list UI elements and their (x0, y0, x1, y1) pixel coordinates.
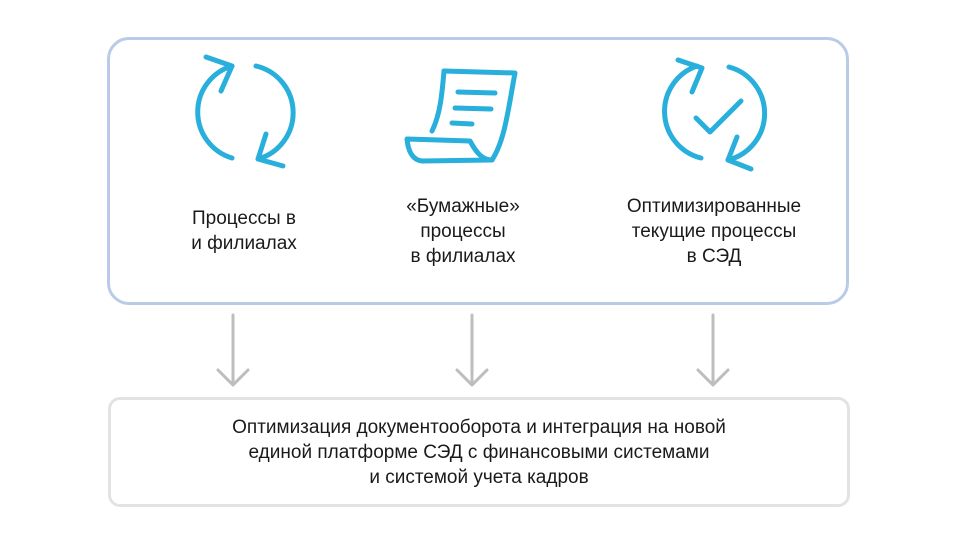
label-line: процессы (420, 221, 506, 242)
label-line: в СЭД (686, 246, 742, 267)
column-label-optimized-processes: Оптимизированные текущие процессы в СЭД (594, 194, 834, 269)
refresh-icon (195, 54, 296, 169)
label-line: Процессы в (191, 208, 297, 229)
arrow-down-2 (455, 313, 489, 387)
result-box: Оптимизация документооборота и интеграци… (108, 397, 850, 507)
label-line: «Бумажные» (406, 196, 520, 217)
refresh-check-icon (662, 57, 768, 172)
result-line: единой платформе СЭД с финансовыми систе… (248, 441, 710, 463)
source-processes-box (107, 37, 849, 305)
result-line: и системой учета кадров (369, 466, 589, 488)
column-label-branch-processes: Процессы в и филиалах (124, 206, 364, 256)
paper-scroll-icon (404, 68, 518, 164)
arrow-down-3 (696, 313, 730, 387)
arrow-down-1 (216, 313, 250, 387)
result-line: Оптимизация документооборота и интеграци… (232, 416, 726, 438)
label-line: в филиалах (410, 246, 516, 267)
label-line: Оптимизированные (626, 196, 802, 217)
column-label-paper-processes: «Бумажные» процессы в филиалах (343, 194, 583, 269)
label-line: и филиалах (191, 233, 297, 254)
label-line: текущие процессы (631, 221, 797, 242)
